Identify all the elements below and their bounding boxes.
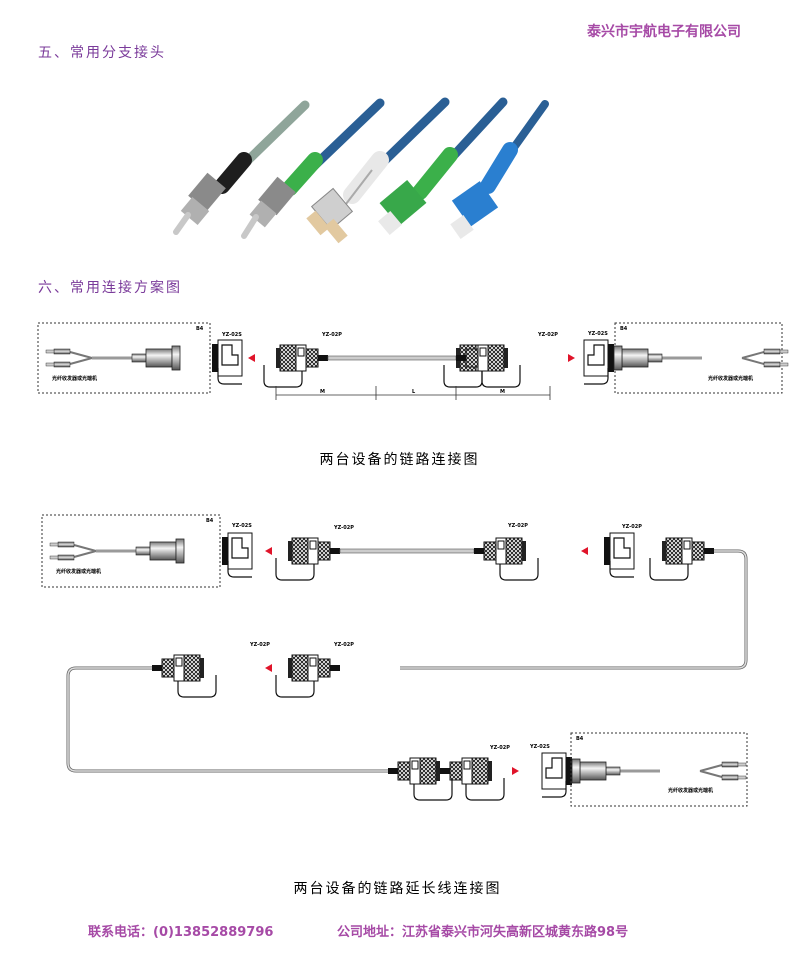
svg-text:YZ-02S: YZ-02S	[231, 523, 252, 529]
svg-text:YZ-02S: YZ-02S	[221, 332, 242, 338]
svg-text:B4: B4	[576, 736, 584, 742]
svg-text:B4: B4	[196, 326, 204, 332]
svg-text:YZ-02P: YZ-02P	[489, 745, 510, 751]
device-box-right-extension	[570, 732, 748, 807]
sc-connector-blue-image	[450, 100, 549, 239]
contact-phone: 联系电话：(0)13852889796	[88, 925, 274, 940]
section-title-connection-schemes: 六、常用连接方案图	[38, 280, 182, 296]
svg-text:YZ-02P: YZ-02P	[507, 523, 528, 529]
device-box-left-extension	[41, 514, 221, 588]
diagram-caption-extension: 两台设备的链路延长线连接图	[293, 881, 502, 897]
svg-text:YZ-02S: YZ-02S	[587, 331, 608, 337]
svg-text:YZ-02P: YZ-02P	[249, 642, 270, 648]
svg-text:B4: B4	[620, 326, 628, 332]
diagram-link-connection: B4 光纤收发器或光端机 YZ-02S YZ-02P YZ-02P YZ-02S…	[37, 322, 789, 400]
svg-text:YZ-02P: YZ-02P	[321, 332, 342, 338]
fc-connector-green-image	[241, 98, 385, 239]
device-box-left	[37, 322, 211, 394]
device-box-right	[614, 322, 783, 394]
svg-text:B4: B4	[206, 518, 214, 524]
svg-text:光纤收发器或光端机: 光纤收发器或光端机	[707, 375, 753, 382]
svg-text:光纤收发器或光端机: 光纤收发器或光端机	[667, 787, 713, 794]
diagram-link-extension: B4 光纤收发器或光端机 YZ-02S YZ-02P YZ-02P YZ-02P…	[41, 514, 748, 807]
connector-photo	[173, 97, 549, 244]
svg-text:L: L	[412, 389, 416, 395]
svg-text:YZ-02S: YZ-02S	[529, 744, 550, 750]
svg-text:光纤收发器或光端机: 光纤收发器或光端机	[51, 375, 97, 382]
svg-text:M: M	[320, 389, 325, 395]
svg-text:YZ-02P: YZ-02P	[333, 525, 354, 531]
section-title-branch-connectors: 五、常用分支接头	[38, 45, 166, 61]
svg-text:YZ-02P: YZ-02P	[621, 524, 642, 530]
lc-duplex-connector-image	[306, 97, 450, 244]
svg-text:M: M	[500, 389, 505, 395]
diagram-caption-link: 两台设备的链路连接图	[319, 452, 480, 468]
company-name: 泰兴市宇航电子有限公司	[587, 24, 741, 40]
svg-text:YZ-02P: YZ-02P	[537, 332, 558, 338]
fc-connector-gray-image	[173, 100, 310, 235]
company-address: 公司地址：江苏省泰兴市河失高新区城黄东路98号	[337, 925, 629, 940]
sc-connector-green-image	[378, 97, 508, 236]
svg-text:光纤收发器或光端机: 光纤收发器或光端机	[55, 568, 101, 575]
svg-text:YZ-02P: YZ-02P	[333, 642, 354, 648]
